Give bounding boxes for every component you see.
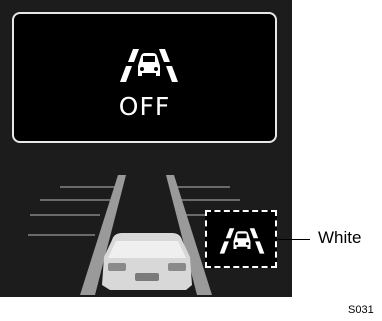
instrument-display: OFF [0,0,292,297]
lane-departure-car-icon [215,222,269,256]
multi-info-panel: OFF [12,12,277,143]
indicator-color-label: White [318,228,361,248]
system-status-text: OFF [14,92,275,121]
lda-indicator-box [205,210,277,268]
figure-code: S031 [348,304,374,316]
callout-line [278,239,310,240]
lane-departure-car-icon [114,42,184,84]
